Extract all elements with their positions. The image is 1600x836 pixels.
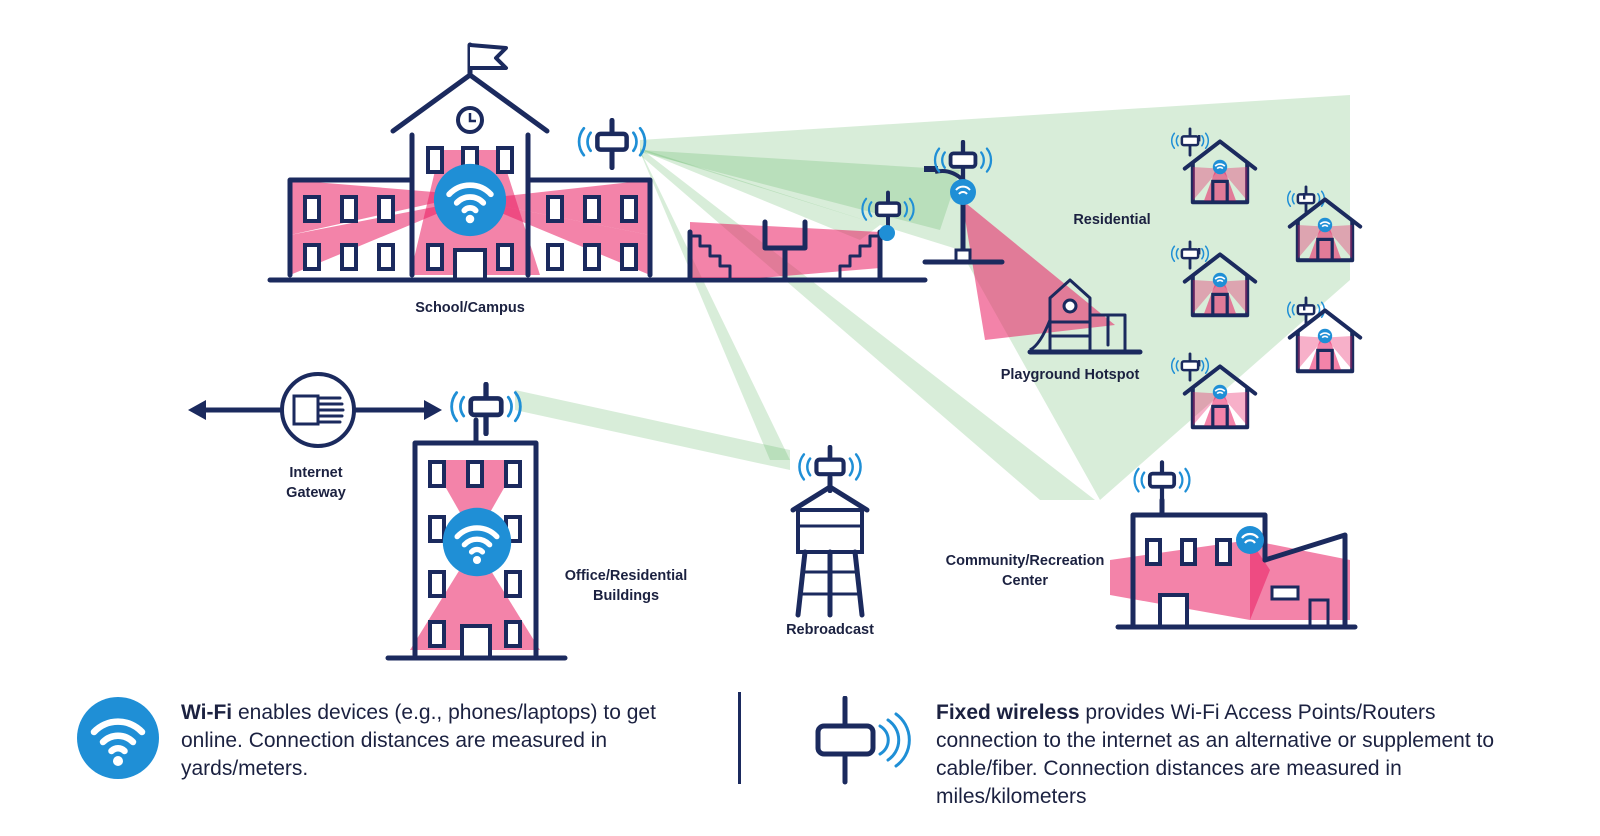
label-internet-gateway-2: Gateway [286,485,346,501]
school-windows [303,146,638,271]
community-antenna-icon [1135,462,1190,501]
rebroadcast-antenna-icon [799,447,860,491]
office-wifi-icon [443,508,511,576]
stadium [687,193,914,281]
label-playground: Playground Hotspot [1001,367,1140,383]
wifi-legend-term: Wi-Fi [181,701,233,724]
playground-hotspot [922,142,1143,355]
school-campus [267,42,928,283]
community-center [1110,462,1358,630]
office-building [385,384,568,661]
wifi-icon [77,697,159,779]
label-residential: Residential [1073,212,1150,228]
wifi-legend-description: Wi-Fi enables devices (e.g., phones/lapt… [181,699,701,783]
label-community-2: Center [1002,573,1048,589]
playground-structure [1027,278,1143,355]
community-windows [1145,538,1232,566]
school-antenna-icon [579,120,645,167]
internet-gateway [188,372,442,448]
label-school: School/Campus [415,300,525,316]
school-wifi-icon [434,164,506,236]
label-office-1: Office/Residential [565,568,687,584]
label-internet-gateway-1: Internet [289,465,342,481]
label-community-1: Community/Recreation [946,553,1105,569]
office-antenna-icon [452,384,521,433]
office-windows [428,460,522,648]
legend-divider [738,692,741,784]
fixed-wireless-legend-text: provides Wi-Fi Access Points/Routers con… [936,701,1495,808]
diagram-labels: School/Campus Residential Playground Hot… [286,212,1151,638]
wifi-legend-text: enables devices (e.g., phones/laptops) t… [181,701,656,780]
label-office-2: Buildings [593,588,659,604]
label-rebroadcast: Rebroadcast [786,622,874,638]
fixed-wireless-legend-description: Fixed wireless provides Wi-Fi Access Poi… [936,699,1536,811]
fixed-wireless-antenna-icon [815,696,911,785]
fixed-wireless-legend-term: Fixed wireless [936,701,1080,724]
rebroadcast-tower [790,447,870,618]
